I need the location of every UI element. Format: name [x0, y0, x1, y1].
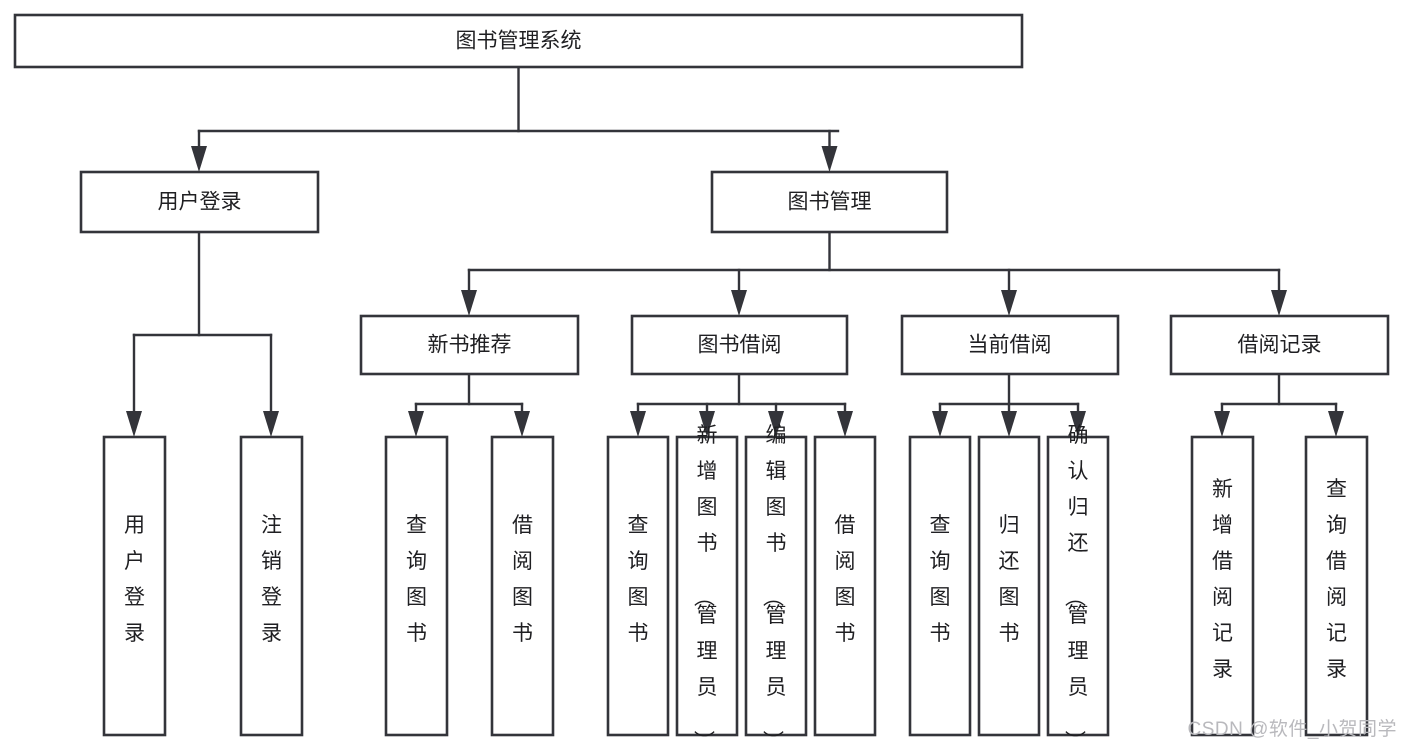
node-leaf-return-book-box[interactable]	[977, 435, 1041, 737]
node-book-borrow[interactable]: 图书借阅	[630, 314, 849, 376]
node-book-borrow-label: 图书借阅	[698, 334, 782, 357]
arrow-head-leaf-user-login	[126, 411, 142, 437]
arrow-head-leaf-borrow-book-2	[837, 411, 853, 437]
arrow-head-leaf-borrow-book-1	[514, 411, 530, 437]
arrow-head-leaf-query-book-3	[932, 411, 948, 437]
arrow-head-borrow-record	[1271, 290, 1287, 316]
node-leaf-edit-book-box[interactable]	[744, 435, 808, 737]
arrow-head-book-borrow	[731, 290, 747, 316]
node-book-manage-box[interactable]	[710, 170, 949, 234]
node-leaf-borrow-book-1[interactable]: 借阅图书	[490, 435, 555, 737]
node-user-login-label: 用户登录	[158, 191, 242, 214]
node-leaf-add-book-box[interactable]	[675, 435, 739, 737]
node-leaf-borrow-book-2-box[interactable]	[813, 435, 877, 737]
node-leaf-user-login-label: 用户登录	[124, 514, 145, 645]
arrow-head-leaf-query-book-2	[630, 411, 646, 437]
arrow-head-leaf-return-book	[1001, 411, 1017, 437]
node-leaf-add-record-label: 新增借阅记录	[1212, 478, 1233, 681]
arrow-head-leaf-confirm-return	[1070, 411, 1086, 437]
node-leaf-add-book-label: 新增图书（管理员）	[692, 424, 718, 747]
node-leaf-borrow-book-2-label: 借阅图书	[835, 514, 856, 645]
node-leaf-logout-box[interactable]	[239, 435, 304, 737]
node-borrow-record-label: 借阅记录	[1238, 334, 1322, 357]
node-leaf-add-book[interactable]: 新增图书（管理员）	[675, 424, 739, 747]
node-leaf-query-book-2[interactable]: 查询图书	[606, 435, 670, 737]
node-borrow-record[interactable]: 借阅记录	[1169, 314, 1390, 376]
node-leaf-edit-book-label: 编辑图书（管理员）	[761, 424, 787, 747]
node-current-borrow-label: 当前借阅	[968, 334, 1052, 357]
arrow-head-leaf-add-record	[1214, 411, 1230, 437]
node-leaf-query-record[interactable]: 查询借阅记录	[1304, 435, 1369, 737]
node-new-book-rec[interactable]: 新书推荐	[359, 314, 580, 376]
node-root-label: 图书管理系统	[456, 30, 582, 53]
node-leaf-logout[interactable]: 注销登录	[239, 435, 304, 737]
node-root[interactable]: 图书管理系统	[13, 13, 1024, 69]
node-user-login[interactable]: 用户登录	[79, 170, 320, 234]
node-leaf-borrow-book-1-label: 借阅图书	[512, 514, 533, 645]
node-leaf-query-book-3-box[interactable]	[908, 435, 972, 737]
node-leaf-query-record-box[interactable]	[1304, 435, 1369, 737]
node-leaf-borrow-book-1-box[interactable]	[490, 435, 555, 737]
arrow-head-current-borrow	[1001, 290, 1017, 316]
node-new-book-rec-label: 新书推荐	[428, 334, 512, 357]
arrow-head-book-manage	[821, 146, 838, 172]
node-book-borrow-box[interactable]	[630, 314, 849, 376]
arrow-head-leaf-logout	[263, 411, 279, 437]
node-leaf-query-book-3[interactable]: 查询图书	[908, 435, 972, 737]
node-leaf-user-login-box[interactable]	[102, 435, 167, 737]
arrow-head-user-login	[191, 146, 207, 172]
node-leaf-logout-label: 注销登录	[261, 514, 282, 645]
node-leaf-return-book-label: 归还图书	[999, 514, 1020, 645]
arrow-head-leaf-edit-book	[768, 411, 784, 437]
node-leaf-confirm-return-box[interactable]	[1046, 435, 1110, 737]
node-current-borrow[interactable]: 当前借阅	[900, 314, 1120, 376]
connector-layer	[126, 65, 1344, 437]
arrow-head-leaf-add-book	[699, 411, 715, 437]
node-new-book-rec-box[interactable]	[359, 314, 580, 376]
arrow-head-leaf-query-book-1	[408, 411, 424, 437]
node-root-box[interactable]	[13, 13, 1024, 69]
node-leaf-borrow-book-2[interactable]: 借阅图书	[813, 435, 877, 737]
node-borrow-record-box[interactable]	[1169, 314, 1390, 376]
node-leaf-query-record-label: 查询借阅记录	[1326, 478, 1347, 681]
node-leaf-return-book[interactable]: 归还图书	[977, 435, 1041, 737]
node-leaf-query-book-1-label: 查询图书	[406, 514, 427, 645]
node-leaf-add-record-box[interactable]	[1190, 435, 1255, 737]
node-book-manage-label: 图书管理	[788, 191, 872, 214]
arrow-head-leaf-query-record	[1328, 411, 1344, 437]
node-leaf-add-record[interactable]: 新增借阅记录	[1190, 435, 1255, 737]
node-leaf-query-book-1[interactable]: 查询图书	[384, 435, 449, 737]
node-leaf-user-login[interactable]: 用户登录	[102, 435, 167, 737]
node-leaf-query-book-2-label: 查询图书	[628, 514, 649, 645]
node-leaf-confirm-return-label: 确认归还（管理员）	[1063, 424, 1089, 747]
node-book-manage[interactable]: 图书管理	[710, 170, 949, 234]
node-user-login-box[interactable]	[79, 170, 320, 234]
node-leaf-edit-book[interactable]: 编辑图书（管理员）	[744, 424, 808, 747]
node-current-borrow-box[interactable]	[900, 314, 1120, 376]
node-leaf-query-book-1-box[interactable]	[384, 435, 449, 737]
node-leaf-query-book-3-label: 查询图书	[930, 514, 951, 645]
node-leaf-query-book-2-box[interactable]	[606, 435, 670, 737]
node-leaf-confirm-return[interactable]: 确认归还（管理员）	[1046, 424, 1110, 747]
arrow-head-new-book-rec	[461, 290, 477, 316]
